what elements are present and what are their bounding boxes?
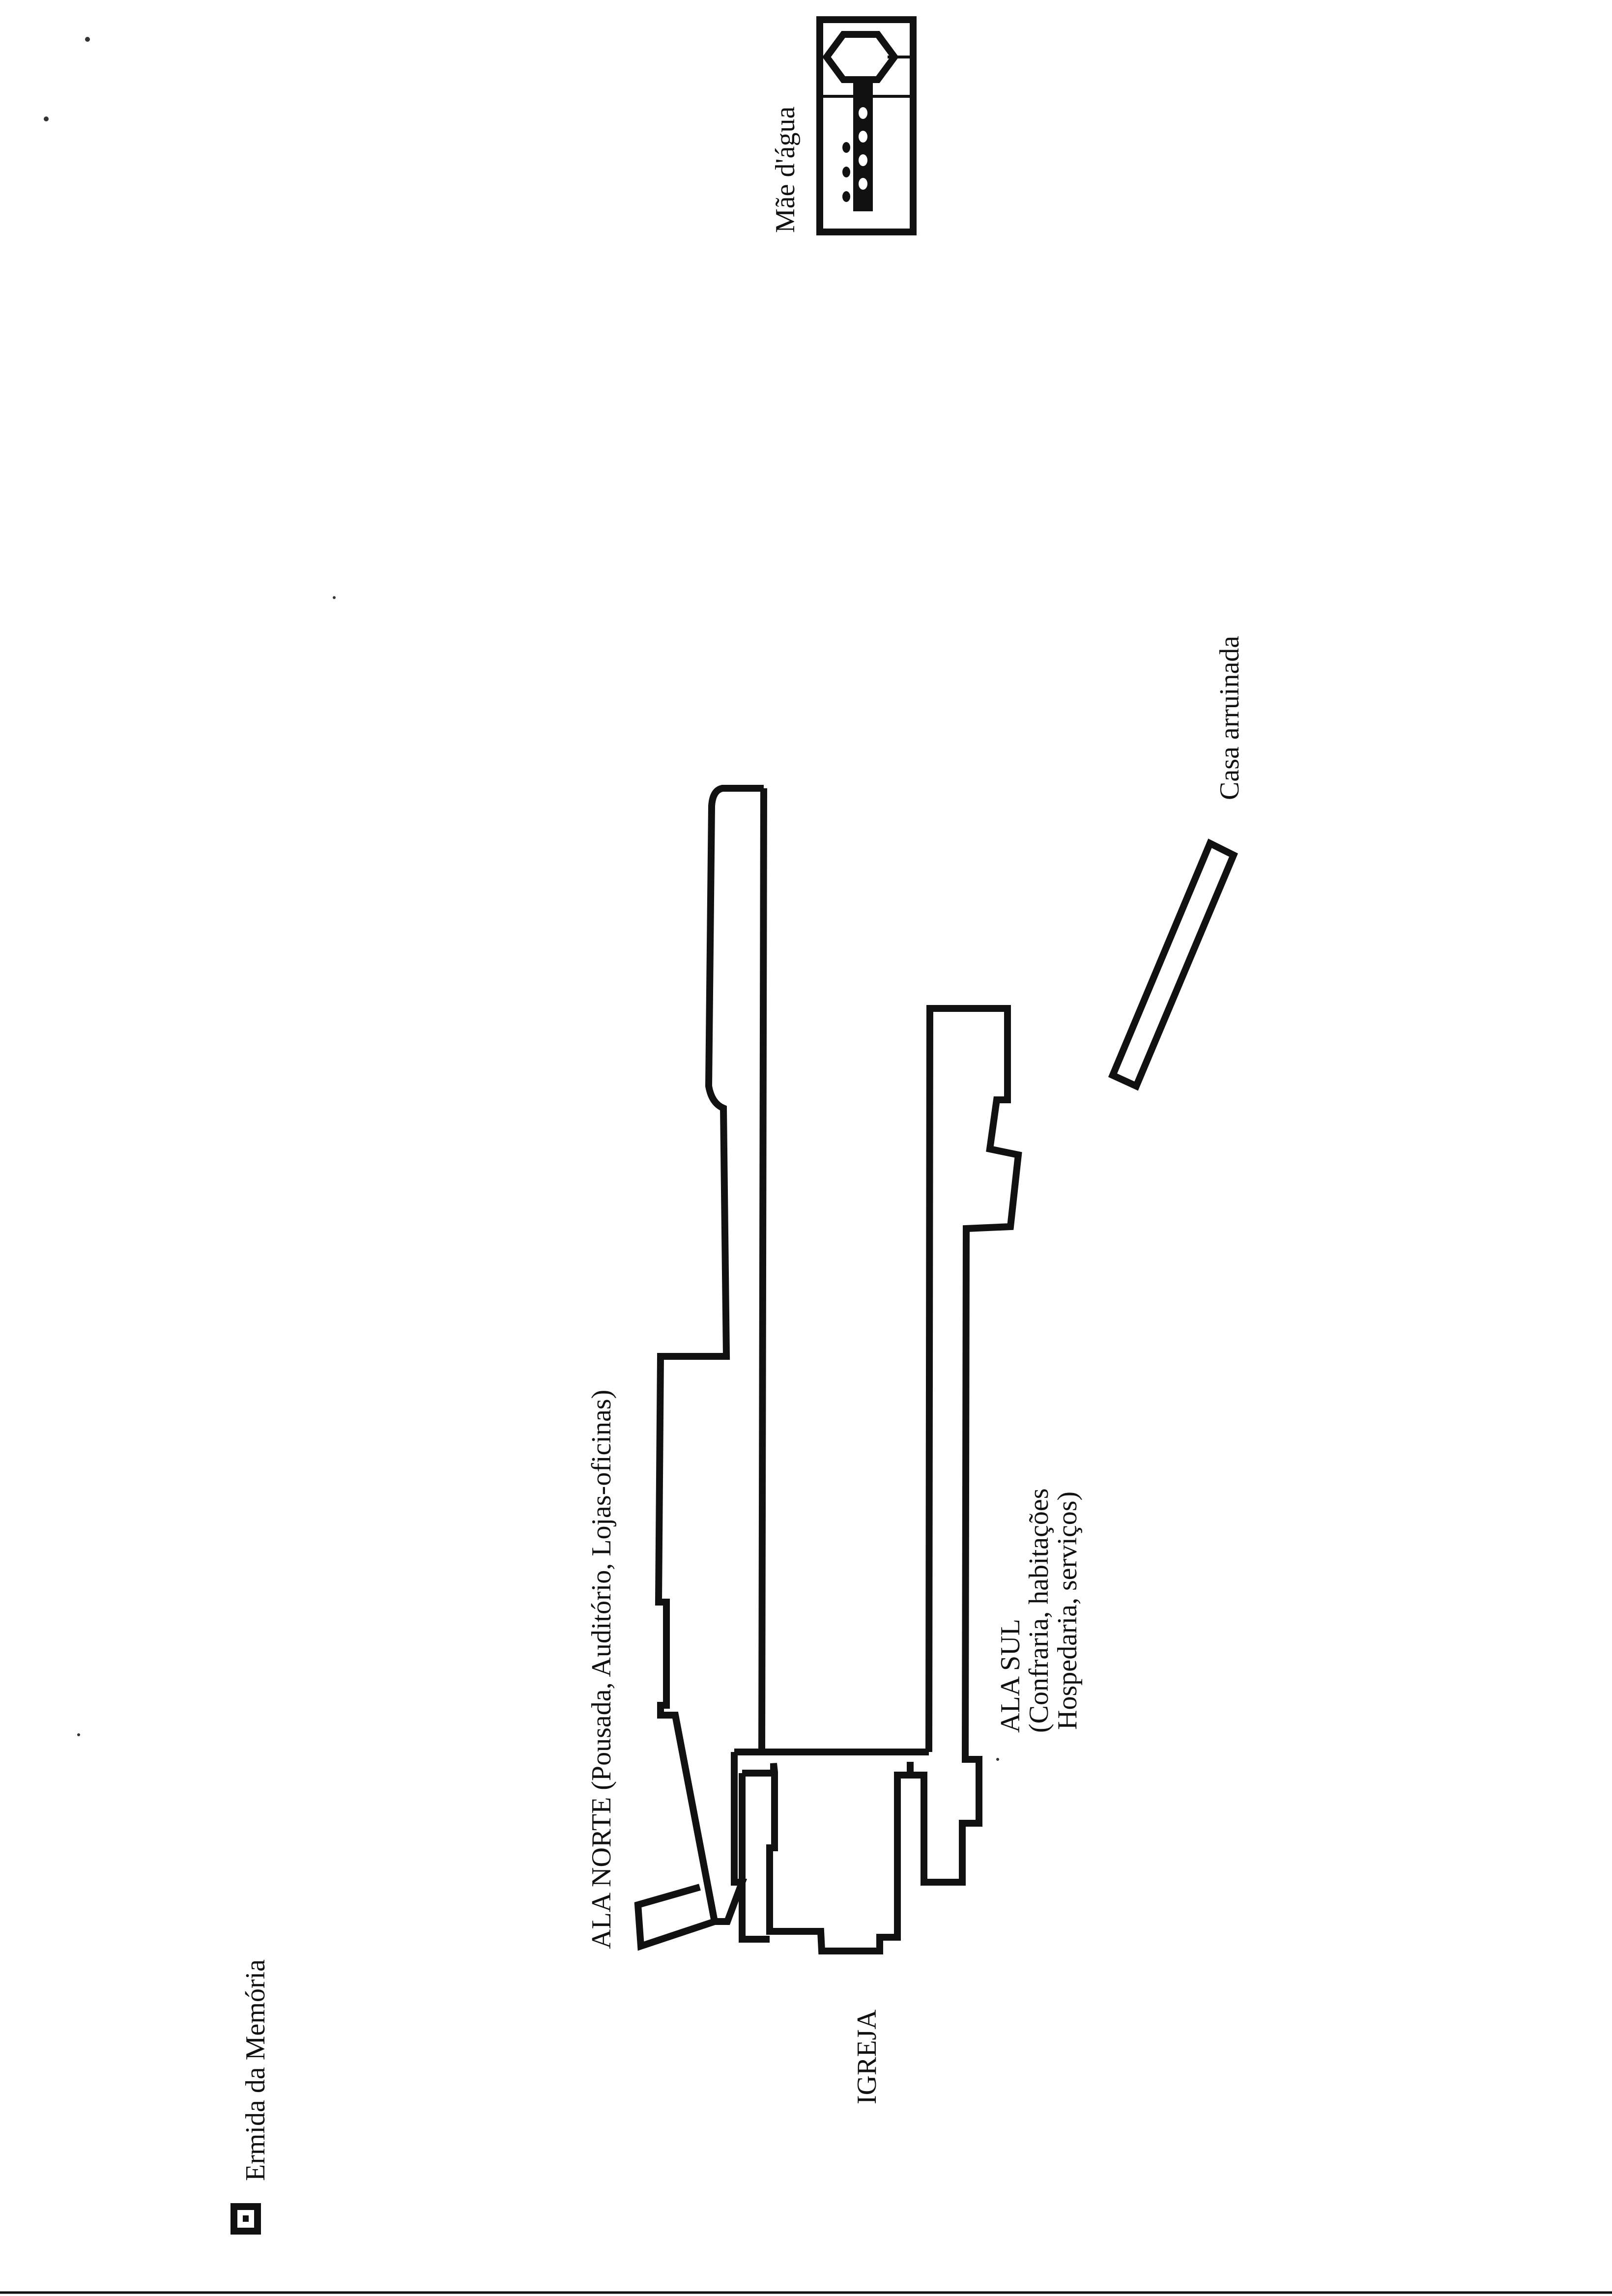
ala-sul-line-1: (Confraria, habitações [1024, 1488, 1054, 1733]
casa-arruinada-label: Casa arruinada [1214, 636, 1245, 800]
speck [996, 1758, 999, 1761]
igreja-label: IGREJA [852, 2009, 882, 2104]
mae-dagua-symbol [816, 16, 917, 235]
ermida-symbol [230, 2203, 261, 2235]
ermida-label: Ermida da Memória [240, 1959, 271, 2181]
ala-norte-shape [734, 788, 767, 1755]
mae-dagua-dot [842, 142, 850, 153]
mae-dagua-hole [859, 131, 867, 143]
mae-dagua-channel [853, 79, 873, 211]
igreja-shape [742, 1763, 910, 1954]
ala-norte-end [634, 1714, 719, 1951]
igreja-left-wall [739, 1773, 770, 1943]
ala-norte-wing [655, 785, 764, 1925]
speck [77, 1733, 80, 1736]
mae-dagua-outline [816, 16, 917, 235]
mae-dagua-dot [842, 191, 850, 202]
ala-sul-line-2: Hospedaria, serviços) [1052, 1492, 1083, 1730]
speck [333, 596, 336, 599]
mae-dagua-dot [842, 167, 850, 177]
ala-sul-title: ALA SUL [995, 1619, 1026, 1733]
ermida-dot [243, 2215, 249, 2222]
mae-dagua-hexagon [822, 31, 899, 83]
mae-dagua-hole [859, 107, 867, 119]
speck [44, 116, 49, 121]
mae-dagua-label: Mãe d'água [770, 107, 801, 233]
speck [85, 37, 90, 42]
mae-dagua-hole [859, 154, 867, 166]
ala-sul-shape [907, 1005, 1022, 1886]
ala-norte-label: ALA NORTE (Pousada, Auditório, Lojas-ofi… [586, 1390, 617, 1949]
mae-dagua-hole [859, 178, 867, 190]
casa-arruinada-shape [1108, 838, 1238, 1091]
